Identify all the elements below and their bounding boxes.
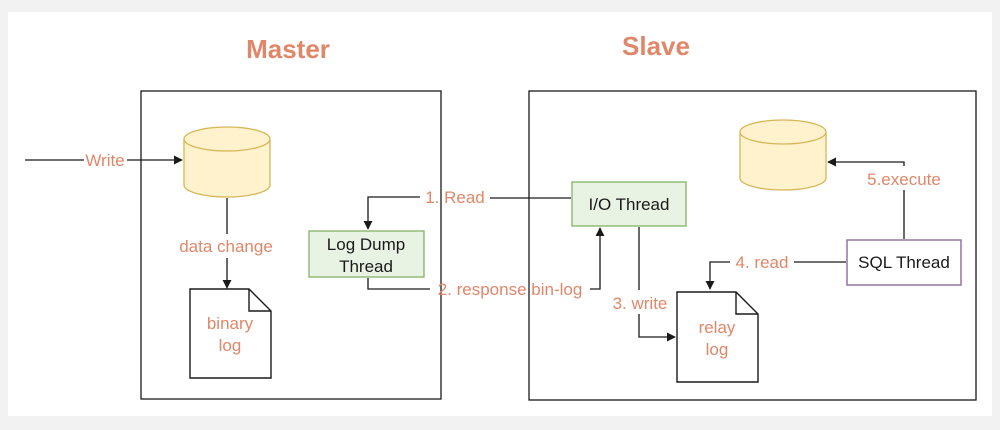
relay-log-label-line2: log [706,340,729,359]
log-dump-thread-node: Log Dump Thread [308,230,425,278]
io-thread-label: I/O Thread [589,195,670,214]
slave-title: Slave [622,31,690,61]
relay-log-document: relay log [676,291,759,383]
data-change-edge-label: data change [179,237,273,256]
response-edge-label: 2. response bin-log [438,280,583,299]
write-relay-edge-arrow [638,314,676,342]
read-relay-edge-label: 4. read [736,253,789,272]
write-edge-label: Write [85,151,124,170]
io-thread-node: I/O Thread [571,181,687,227]
read-relay-edge-arrow [705,261,730,290]
binary-log-label-line2: log [219,336,242,355]
read-edge-arrow [363,196,420,230]
response-edge-arrow [590,227,605,290]
slave-database-icon [739,119,827,191]
response-edge-left [367,278,430,290]
log-dump-thread-label-line1: Log Dump [327,235,405,254]
binary-log-document: binary log [189,288,272,379]
binary-log-label-line1: binary [207,314,254,333]
relay-log-label-line1: relay [699,318,736,337]
sql-thread-node: SQL Thread [846,239,962,286]
execute-edge-corner [895,161,905,166]
master-database-icon [183,126,271,198]
sql-thread-label: SQL Thread [858,253,950,272]
execute-edge-label: 5.execute [867,170,941,189]
read-edge-label: 1. Read [425,188,485,207]
master-title: Master [246,34,330,64]
log-dump-thread-label-line2: Thread [339,257,393,276]
write-relay-edge-label: 3. write [613,294,668,313]
